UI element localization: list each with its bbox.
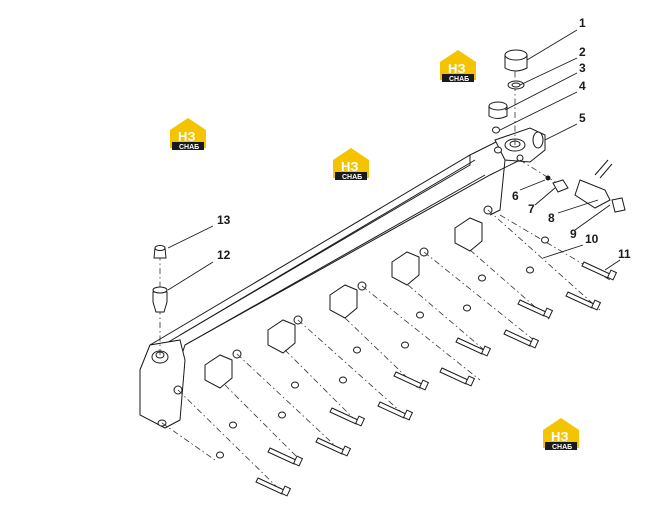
callout-2: 2 [579,45,586,59]
callout-10: 10 [585,232,599,246]
callout-1: 1 [579,16,586,30]
svg-text:СНАБ: СНАБ [179,144,199,151]
svg-text:СНАБ: СНАБ [552,444,572,451]
callout-5: 5 [579,111,586,125]
callout-7: 7 [528,202,535,216]
callout-3: 3 [579,61,586,75]
watermark-logo: НЗ СНАБ [543,418,579,451]
svg-text:НЗ: НЗ [178,129,196,144]
mounting-brackets [204,205,493,389]
callout-9: 9 [570,227,577,241]
left-fitting [152,245,168,313]
svg-text:СНАБ: СНАБ [342,174,362,181]
svg-text:СНАБ: СНАБ [449,76,469,83]
watermark-logo: НЗ СНАБ [440,50,476,83]
callout-13: 13 [217,213,231,227]
callout-6: 6 [512,189,519,203]
callout-8: 8 [548,211,555,225]
assembly-lines [159,65,611,491]
callout-11: 11 [618,247,631,261]
bolts [255,261,618,497]
svg-text:НЗ: НЗ [448,61,466,76]
fitting-plug [488,101,508,154]
watermark-logo: НЗ СНАБ [170,118,206,151]
small-parts-right [545,159,626,213]
watermark-logo: НЗ СНАБ [333,148,369,181]
leader-lines [167,29,621,291]
plug-cap [504,49,528,90]
washers [216,236,549,459]
svg-text:НЗ: НЗ [341,159,359,174]
svg-text:НЗ: НЗ [551,429,569,444]
callout-4: 4 [579,79,586,93]
callout-12: 12 [217,248,231,262]
